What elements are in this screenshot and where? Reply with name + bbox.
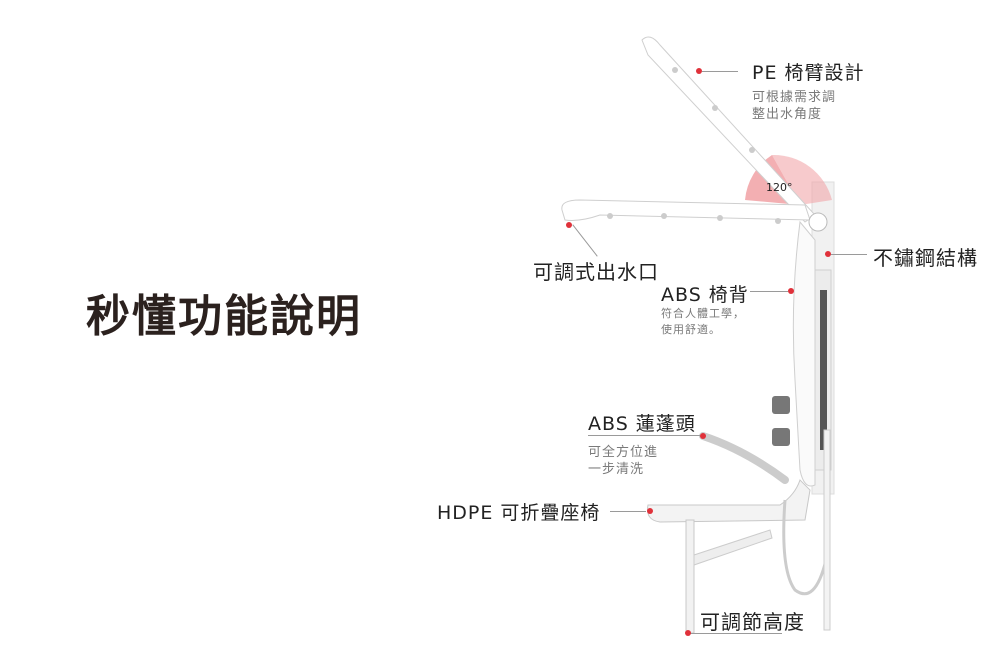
- angle-label: 120°: [766, 181, 793, 194]
- leader-line: [690, 633, 782, 634]
- shower-head-label: ABS 蓮蓬頭: [588, 413, 696, 435]
- hose: [782, 430, 828, 596]
- pe-arm-label: PE 椅臂設計: [752, 62, 865, 84]
- desc-line: 使用舒適。: [661, 323, 721, 336]
- marker-dot: [647, 508, 653, 514]
- marker-dot: [566, 222, 572, 228]
- shower-head-desc: 可全方位進 一步清洗: [588, 444, 658, 478]
- desc-line: 符合人體工學，: [661, 307, 745, 320]
- knob: [772, 396, 790, 414]
- desc-line: 可全方位進: [588, 445, 659, 460]
- leader-line: [831, 254, 867, 255]
- abs-back-desc: 符合人體工學， 使用舒適。: [661, 306, 745, 338]
- knob: [772, 428, 790, 446]
- leader-line: [702, 71, 738, 72]
- abs-back-label: ABS 椅背: [661, 284, 749, 306]
- desc-line: 一步清洗: [588, 462, 645, 477]
- chair-back: [792, 220, 816, 487]
- height-label: 可調節高度: [700, 610, 805, 634]
- hinge: [808, 212, 828, 232]
- desc-line: 整出水角度: [752, 107, 823, 122]
- desc-line: 可根據需求調: [752, 90, 837, 105]
- marker-dot: [700, 433, 706, 439]
- pe-arm-horizontal: [561, 199, 811, 221]
- arm-nozzles: [672, 67, 755, 153]
- seat: [647, 479, 811, 523]
- steel-label: 不鏽鋼結構: [873, 246, 978, 270]
- seat-leg: [685, 519, 695, 634]
- leader-line: [750, 291, 788, 292]
- pe-arm-desc: 可根據需求調 整出水角度: [752, 89, 836, 123]
- height-pole: [823, 429, 831, 631]
- marker-dot: [788, 288, 794, 294]
- seat-label: HDPE 可折疊座椅: [437, 502, 601, 524]
- marker-dot: [696, 68, 702, 74]
- page-title: 秒懂功能說明: [86, 291, 362, 342]
- leader-line: [588, 435, 700, 436]
- angle-wedge: [772, 154, 832, 205]
- outlet-label: 可調式出水口: [533, 260, 659, 284]
- marker-dot: [825, 251, 831, 257]
- shower-head: [699, 432, 789, 484]
- arm-nozzles: [607, 213, 781, 224]
- marker-dot: [685, 630, 691, 636]
- back-slot: [820, 290, 827, 450]
- leader-line: [610, 511, 646, 512]
- leg-brace: [693, 529, 773, 566]
